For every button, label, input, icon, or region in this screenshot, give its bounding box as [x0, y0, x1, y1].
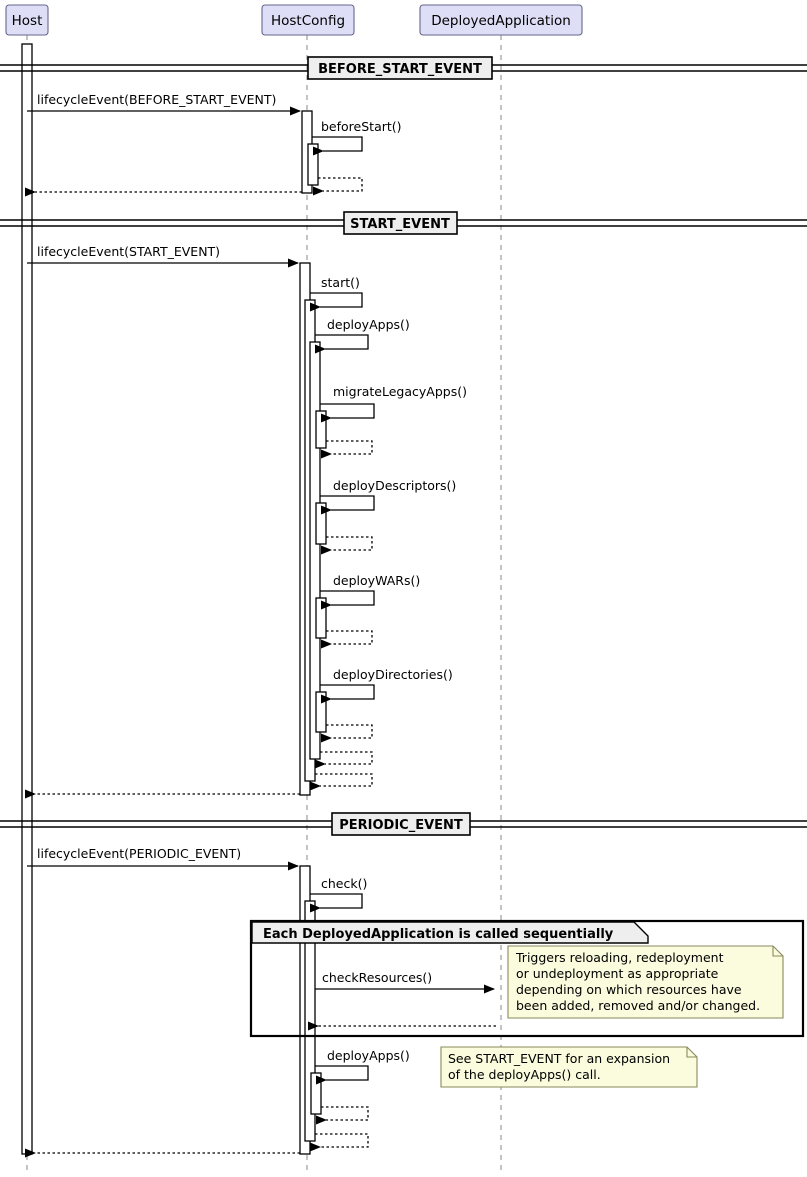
message-arrow-deployapps-periodic — [315, 1065, 369, 1085]
group-header-tab — [251, 921, 649, 944]
message-arrow-deploydirectories — [320, 684, 375, 704]
group-frame — [249, 919, 805, 1038]
return-arrow-deploydescriptors — [321, 536, 373, 555]
message-label-deploydirectories: deployDirectories() — [333, 667, 453, 682]
note-check-resources: Triggers reloading, redeployment or unde… — [507, 945, 784, 1019]
note2-line-1: See START_EVENT for an expansion — [448, 1051, 670, 1066]
message-arrow-start-self — [310, 292, 363, 312]
participant-label-host: Host — [12, 13, 43, 29]
deployapps-periodic-exchange: deployApps() — [25, 1048, 410, 1158]
note-folded-corner-icon-2 — [686, 1047, 697, 1058]
participant-box-host[interactable] — [5, 4, 49, 36]
return-arrow-start-self — [310, 773, 373, 791]
note-line-2: or undeployment as appropriate — [516, 966, 719, 981]
section-before-start-event: BEFORE_START_EVENT lifecycleEvent(BEFORE… — [0, 56, 807, 197]
return-arrow-deployapps-self — [315, 751, 373, 769]
note2-line-2: of the deployApps() call. — [448, 1067, 601, 1082]
message-label-checkresources: checkResources() — [322, 970, 432, 985]
message-label-deployapps: deployApps() — [327, 317, 410, 332]
message-label-deploydescriptors: deployDescriptors() — [333, 478, 456, 493]
group-each-deployedapplication: Each DeployedApplication is called seque… — [249, 919, 805, 1038]
checkresources-exchange: checkResources() — [308, 970, 496, 1031]
divider-label-start: START_EVENT — [350, 217, 450, 232]
note-folded-corner-icon — [772, 946, 783, 957]
activation-hostconfig-deploydescriptors — [315, 502, 327, 545]
divider-label-periodic: PERIODIC_EVENT — [339, 818, 463, 833]
message-arrow-check-self — [310, 893, 363, 913]
message-label-lifecycle-before-start: lifecycleEvent(BEFORE_START_EVENT) — [37, 92, 276, 107]
message-label-lifecycle-start: lifecycleEvent(START_EVENT) — [37, 244, 220, 259]
message-label-lifecycle-periodic: lifecycleEvent(PERIODIC_EVENT) — [37, 846, 241, 861]
message-label-start: start() — [321, 275, 360, 290]
activation-host-main — [21, 43, 33, 1155]
message-label-migratelegacyapps: migrateLegacyApps() — [333, 384, 467, 399]
participant-label-deployedapplication: DeployedApplication — [431, 13, 571, 29]
participant-hostconfig[interactable]: HostConfig — [261, 4, 355, 36]
message-label-deploywars: deployWARs() — [333, 573, 420, 588]
divider-label-before-start: BEFORE_START_EVENT — [318, 62, 482, 77]
note-line-4: been added, removed and/or changed. — [516, 998, 760, 1013]
activation-hostconfig-deploydirectories — [315, 691, 327, 733]
message-arrow-deployapps-self — [315, 334, 369, 354]
return-arrow-deployapps-periodic — [316, 1106, 369, 1125]
divider-box-start — [343, 211, 458, 235]
group-header-label: Each DeployedApplication is called seque… — [263, 927, 614, 942]
return-arrow-check-self — [310, 1133, 369, 1152]
note-body-check-resources — [507, 945, 784, 1019]
participant-box-hostconfig[interactable] — [261, 4, 355, 36]
message-arrow-migratelegacyapps — [320, 403, 375, 423]
participant-deployedapplication[interactable]: DeployedApplication — [419, 4, 583, 36]
section-periodic-event: PERIODIC_EVENT lifecycleEvent(PERIODIC_E… — [0, 812, 807, 913]
note-deploy-apps: See START_EVENT for an expansion of the … — [440, 1046, 698, 1088]
note-body-deploy-apps — [440, 1046, 698, 1088]
return-arrow-deploydirectories — [321, 724, 373, 743]
participant-box-deployedapplication[interactable] — [419, 4, 583, 36]
activation-hostconfig-check-self — [304, 900, 316, 1142]
participant-label-hostconfig: HostConfig — [271, 13, 345, 29]
section-start-event: START_EVENT lifecycleEvent(START_EVENT) … — [0, 211, 807, 799]
participant-host[interactable]: Host — [5, 4, 49, 36]
return-arrow-deploywars — [321, 630, 373, 649]
activation-hostconfig-beforestart-self — [307, 143, 319, 186]
message-arrow-deploydescriptors — [320, 495, 375, 515]
activation-hostconfig-migratelegacyapps — [315, 410, 327, 449]
message-arrow-deploywars — [320, 590, 375, 610]
activation-hostconfig-deploywars — [315, 597, 327, 639]
return-arrow-migratelegacyapps — [321, 440, 373, 459]
message-label-deployapps-periodic: deployApps() — [327, 1048, 410, 1063]
return-arrow-beforestart-self — [313, 177, 363, 196]
activation-hostconfig-deployapps-periodic — [310, 1072, 322, 1115]
divider-box-before-start — [307, 56, 493, 80]
message-label-beforestart: beforeStart() — [321, 119, 402, 134]
message-arrow-beforestart-self — [312, 136, 363, 156]
note-line-1: Triggers reloading, redeployment — [515, 950, 724, 965]
activation-hostconfig-deployapps-self — [309, 341, 321, 760]
note-line-3: depending on which resources have — [516, 982, 742, 997]
divider-box-periodic — [331, 812, 471, 836]
message-label-check: check() — [321, 876, 367, 891]
